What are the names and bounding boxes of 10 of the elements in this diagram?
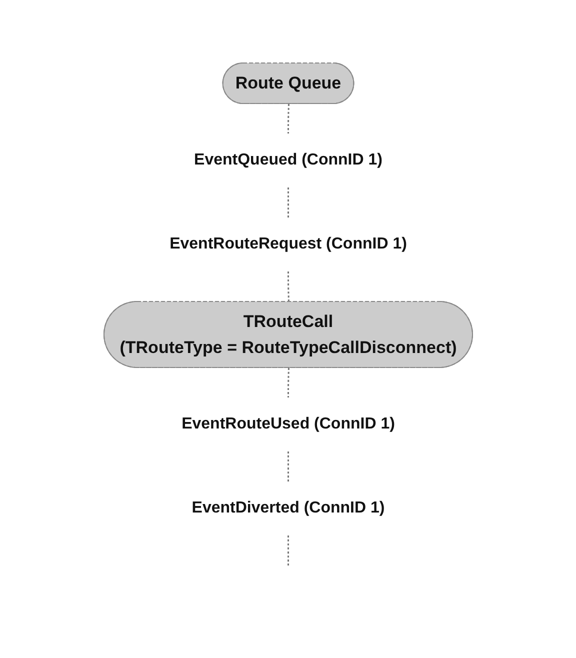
connector-line: [287, 368, 290, 398]
connector-line: [287, 271, 290, 302]
connector-line: [287, 451, 289, 482]
connector-line: [287, 104, 290, 134]
connector-line: [287, 535, 289, 566]
connector-line: [287, 187, 289, 218]
node-text: EventRouteUsed (ConnID 1): [181, 415, 395, 432]
node-text: EventDiverted (ConnID 1): [192, 499, 384, 516]
node-text: EventQueued (ConnID 1): [194, 151, 382, 168]
node-text: EventRouteRequest (ConnID 1): [169, 235, 407, 252]
